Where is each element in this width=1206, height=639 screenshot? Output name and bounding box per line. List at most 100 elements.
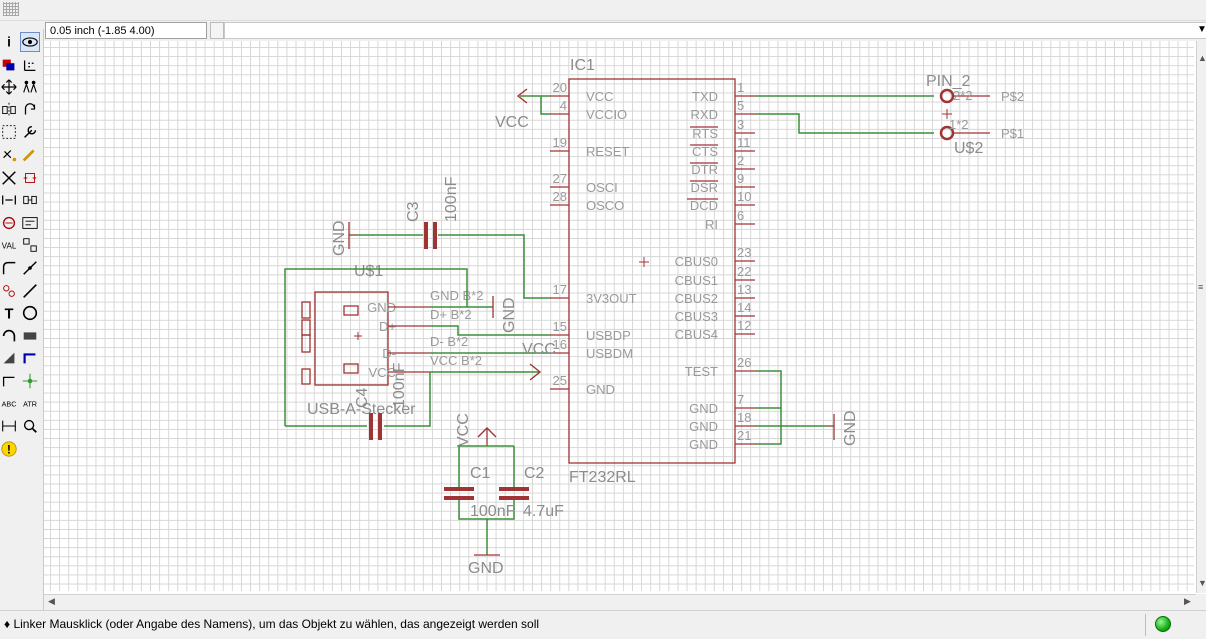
usb-connector-body (314, 291, 389, 386)
delete-icon[interactable] (0, 168, 19, 188)
replace-icon[interactable] (0, 213, 19, 233)
miter-icon[interactable] (0, 258, 19, 278)
c1-name: C1 (470, 465, 491, 482)
ic1-pin-name: GND (689, 419, 718, 434)
schematic-drawing[interactable]: IC1FT232RL20VCC4VCCIO19RESET27OSCI28OSCO… (44, 41, 1206, 594)
copy-icon[interactable] (20, 77, 40, 97)
dimension-icon[interactable] (0, 416, 19, 436)
gnd-label: GND (468, 560, 504, 577)
usbdp-net (430, 325, 550, 336)
ic1-pin-name: CBUS4 (675, 327, 718, 342)
command-row: 0.05 inch (-1.85 4.00) (44, 21, 1206, 41)
scroll-up-icon[interactable]: ▲ (1198, 53, 1206, 63)
command-line-input[interactable] (224, 22, 1206, 39)
chevron-down-icon[interactable]: ▼ (1197, 24, 1206, 35)
rect-icon[interactable] (20, 326, 40, 346)
ic1-pin-name: DSR (691, 180, 718, 195)
name-icon[interactable] (20, 213, 40, 233)
ic1-pin-name: DTR (691, 162, 718, 177)
ic1-pin-name: CBUS0 (675, 254, 718, 269)
erc-icon[interactable] (20, 416, 40, 436)
ic1-pin-name: USBDP (586, 328, 631, 343)
horizontal-scrollbar[interactable]: ◀ ▶ (44, 594, 1196, 609)
ic1-pin-number: 20 (553, 80, 567, 95)
ic1-pin-number: 23 (737, 245, 751, 260)
circle-icon[interactable] (20, 303, 40, 323)
grid (44, 41, 1194, 591)
errors-icon[interactable]: ! (0, 439, 19, 459)
gateswap-icon[interactable] (20, 190, 40, 210)
ic1-pin-number: 4 (560, 98, 567, 113)
label-icon[interactable]: ABC (0, 394, 19, 414)
ic1-pin-number: 2 (737, 153, 744, 168)
usb-pin-name: VCC (369, 365, 396, 380)
vcc-arrow-icon (529, 363, 542, 381)
ic1-pin-number: 7 (737, 392, 744, 407)
ic1-pin-number: 13 (737, 282, 751, 297)
vcc-arrow-icon (516, 88, 528, 104)
ic1-pin-name: OSCI (586, 180, 618, 195)
split-icon[interactable] (20, 258, 40, 278)
ic1-pin-name: GND (689, 401, 718, 416)
mirror-icon[interactable] (0, 100, 19, 120)
add-icon[interactable] (20, 168, 40, 188)
scroll-right-icon[interactable]: ▶ (1184, 596, 1191, 606)
move-icon[interactable] (0, 77, 19, 97)
header-name: U$2 (954, 140, 983, 157)
ic1-pin-name: DCD (690, 198, 718, 213)
text-icon[interactable]: T (0, 303, 19, 323)
ic1-pin-number: 11 (737, 135, 751, 150)
ic1-pin-name: RXD (691, 107, 718, 122)
junction-icon[interactable] (20, 371, 40, 391)
ic1-pin-number: 27 (553, 171, 567, 186)
cut-icon[interactable] (0, 145, 19, 165)
gnd-label: GND (331, 220, 348, 256)
layers-icon[interactable] (0, 55, 19, 75)
rotate-icon[interactable] (20, 100, 40, 120)
scroll-left-icon[interactable]: ◀ (48, 596, 55, 606)
usb-pin-name: GND (367, 300, 396, 315)
ic1-pin-number: 14 (737, 300, 751, 315)
group-icon[interactable] (0, 122, 19, 142)
ic1-pin-number: 5 (737, 98, 744, 113)
bus-icon[interactable] (20, 348, 40, 368)
status-bar: ♦ Linker Mausklick (oder Angabe des Name… (0, 610, 1206, 639)
scroll-thumb-icon[interactable]: ≡ (1198, 282, 1204, 292)
vertical-scrollbar[interactable]: ▲ ≡ ▼ (1196, 41, 1206, 593)
wrench-icon[interactable] (20, 122, 40, 142)
wire-icon[interactable] (20, 281, 40, 301)
vcc-label: VCC (495, 114, 529, 131)
arc-icon[interactable] (0, 326, 19, 346)
command-history-button[interactable] (210, 22, 224, 39)
rxd-net (755, 113, 934, 134)
mark-icon[interactable] (20, 55, 40, 75)
ic1-pin-name: CBUS1 (675, 273, 718, 288)
eye-icon[interactable] (20, 32, 40, 52)
net-icon[interactable] (0, 371, 19, 391)
smash-icon[interactable] (20, 235, 40, 255)
invoke-icon[interactable] (0, 281, 19, 301)
pinswap-icon[interactable] (0, 190, 19, 210)
usb-pin-name: D+ (379, 319, 396, 334)
paste-icon[interactable] (20, 145, 40, 165)
ic1-pin-number: 25 (553, 373, 567, 388)
svg-text:ATR: ATR (23, 399, 37, 408)
attribute-icon[interactable]: ATR (20, 394, 40, 414)
ic1-pin-name: CBUS3 (675, 309, 718, 324)
c3-value: 100nF (443, 176, 460, 222)
usb-pad-icon (343, 363, 359, 374)
grid-menu-icon[interactable] (3, 2, 19, 16)
usb-pad-label: D- B*2 (430, 334, 468, 349)
ic1-pin-number: 3 (737, 117, 744, 132)
ic1-pin-number: 1 (737, 80, 744, 95)
value-icon[interactable]: VAL (0, 235, 19, 255)
3v3out-net (438, 234, 550, 299)
polygon-icon[interactable] (0, 348, 19, 368)
scroll-down-icon[interactable]: ▼ (1198, 578, 1206, 588)
usb-pad-icon (301, 301, 311, 319)
header-value: PIN_2 (926, 73, 971, 90)
vcc-label: VCC (522, 341, 556, 358)
usb-pad-label: D+ B*2 (430, 307, 472, 322)
info-icon[interactable]: i (0, 32, 19, 52)
